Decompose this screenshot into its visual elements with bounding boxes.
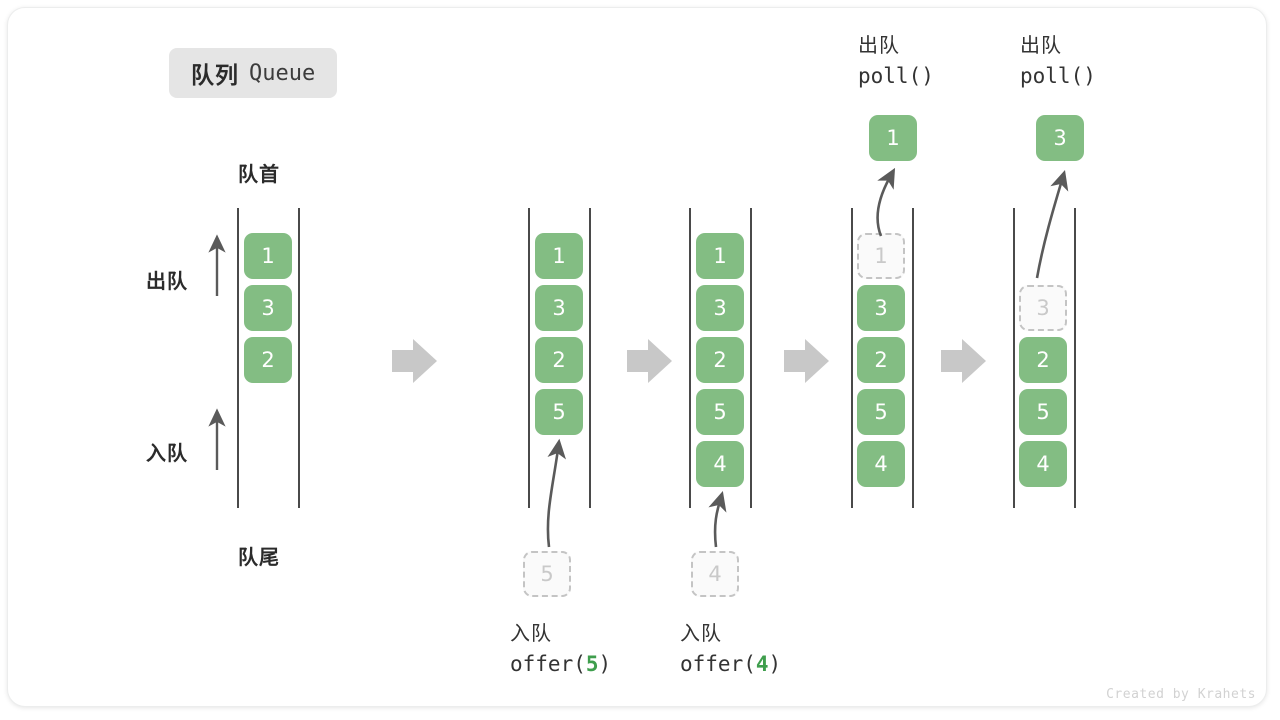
queue-cell: 4 bbox=[1019, 441, 1067, 487]
queue-cell: 3 bbox=[535, 285, 583, 331]
queue-cell: 5 bbox=[696, 389, 744, 435]
queue-cell: 5 bbox=[1019, 389, 1067, 435]
operation-name-cn: 出队 bbox=[858, 35, 900, 57]
diagram-title-en: Queue bbox=[249, 60, 316, 86]
queue-cell: 2 bbox=[1019, 337, 1067, 383]
queue-rail-right-1 bbox=[298, 208, 300, 508]
operation-label-offer-4: 入队 offer(4) bbox=[680, 620, 781, 679]
queue-cell: 3 bbox=[857, 285, 905, 331]
queue-rail-left-3 bbox=[689, 208, 691, 508]
queue-cell: 2 bbox=[244, 337, 292, 383]
operation-name-cn: 入队 bbox=[680, 623, 722, 645]
queue-front-label: 队首 bbox=[238, 164, 280, 186]
diagram-title-cn: 队列 bbox=[191, 62, 239, 88]
queue-cell-ghost: 3 bbox=[1019, 285, 1067, 331]
queue-cell: 5 bbox=[535, 389, 583, 435]
incoming-ghost-cell: 5 bbox=[523, 551, 571, 597]
queue-cell: 5 bbox=[857, 389, 905, 435]
queue-cell: 2 bbox=[696, 337, 744, 383]
queue-rail-left-2 bbox=[528, 208, 530, 508]
dequeue-side-label: 出队 bbox=[146, 271, 188, 293]
queue-cell: 3 bbox=[244, 285, 292, 331]
queue-cell: 1 bbox=[696, 233, 744, 279]
popped-cell: 3 bbox=[1036, 115, 1084, 161]
diagram-title-badge: 队列 Queue bbox=[169, 48, 338, 98]
operation-code: offer(4) bbox=[680, 652, 782, 676]
diagram-card bbox=[7, 7, 1267, 707]
operation-code: offer(5) bbox=[510, 652, 612, 676]
queue-cell: 2 bbox=[857, 337, 905, 383]
queue-rail-left-1 bbox=[237, 208, 239, 508]
queue-cell-ghost: 1 bbox=[857, 233, 905, 279]
queue-cell: 1 bbox=[244, 233, 292, 279]
queue-cell: 2 bbox=[535, 337, 583, 383]
operation-code: poll() bbox=[858, 64, 934, 88]
operation-label-poll-3: 出队 poll() bbox=[1020, 32, 1096, 91]
queue-rail-right-3 bbox=[750, 208, 752, 508]
queue-rail-right-2 bbox=[589, 208, 591, 508]
watermark-credit: Created by Krahets bbox=[1106, 687, 1256, 702]
popped-cell: 1 bbox=[869, 115, 917, 161]
operation-label-offer-5: 入队 offer(5) bbox=[510, 620, 611, 679]
operation-name-cn: 入队 bbox=[510, 623, 552, 645]
queue-cell: 1 bbox=[535, 233, 583, 279]
queue-rail-left-4 bbox=[851, 208, 853, 508]
queue-cell: 4 bbox=[857, 441, 905, 487]
queue-rear-label: 队尾 bbox=[238, 547, 280, 569]
incoming-ghost-cell: 4 bbox=[691, 551, 739, 597]
queue-cell: 3 bbox=[696, 285, 744, 331]
enqueue-side-label: 入队 bbox=[146, 443, 188, 465]
queue-cell: 4 bbox=[696, 441, 744, 487]
queue-rail-right-4 bbox=[912, 208, 914, 508]
queue-rail-left-5 bbox=[1013, 208, 1015, 508]
operation-code: poll() bbox=[1020, 64, 1096, 88]
operation-name-cn: 出队 bbox=[1020, 35, 1062, 57]
queue-rail-right-5 bbox=[1074, 208, 1076, 508]
operation-label-poll-1: 出队 poll() bbox=[858, 32, 934, 91]
